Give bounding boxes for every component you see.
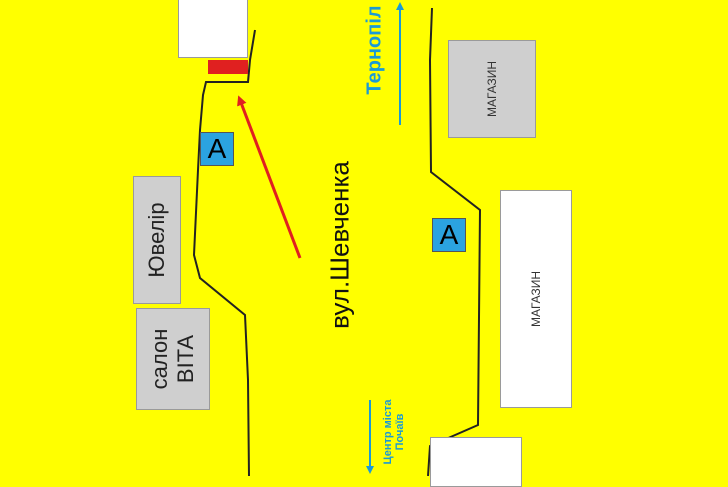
bus-stop-left-letter: А xyxy=(207,133,227,164)
shop-lower: МАГАЗИН xyxy=(500,190,572,408)
direction-ternopil-label: Тернопіл xyxy=(363,5,386,95)
shop-upper-label: МАГАЗИН xyxy=(485,60,499,118)
jeweler-label: Ювелір xyxy=(144,202,169,278)
salon-vita: салон ВІТА xyxy=(136,308,210,410)
direction-center-line1: Центр міста xyxy=(382,399,394,465)
direction-center-line2: Почаїв xyxy=(394,413,406,451)
red-arrow xyxy=(237,95,302,259)
shop-lower-label: МАГАЗИН xyxy=(529,270,543,328)
jeweler-shop: Ювелір xyxy=(133,176,181,304)
map: МАГАЗИН МАГАЗИН Ювелір салон ВІТА А А ву… xyxy=(133,0,572,487)
road-edge-left xyxy=(192,29,256,476)
bus-stop-left: А xyxy=(200,132,234,166)
bus-stop-right: А xyxy=(432,218,466,252)
destination-marker xyxy=(208,60,248,74)
direction-center-label: Центр міста Почаїв xyxy=(382,400,406,465)
salon-label-line1: салон xyxy=(147,328,172,390)
building-bottom-right xyxy=(430,437,522,487)
salon-label: салон ВІТА xyxy=(147,329,199,390)
salon-label-line2: ВІТА xyxy=(173,334,198,384)
street-name: вул.Шевченка xyxy=(324,161,355,329)
building-top xyxy=(178,0,248,58)
bus-stop-right-letter: А xyxy=(439,219,459,250)
shop-upper: МАГАЗИН xyxy=(448,40,536,138)
